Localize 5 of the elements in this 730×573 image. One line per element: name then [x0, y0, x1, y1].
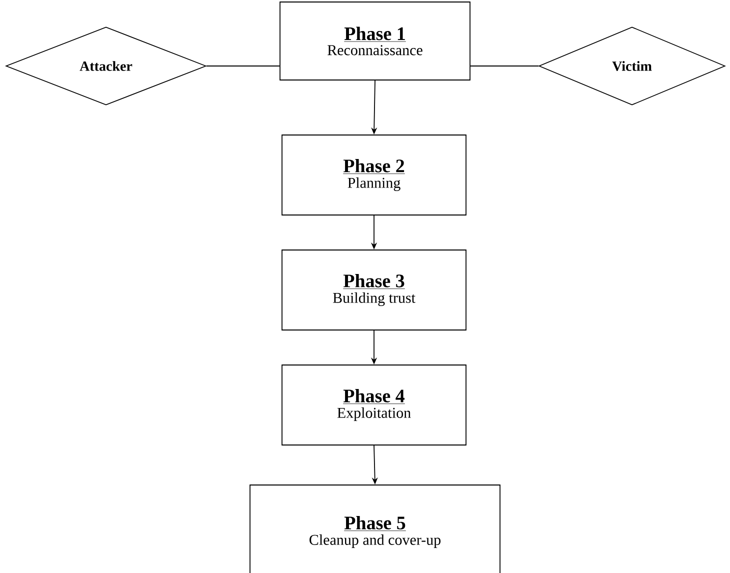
process-box: Phase 3 Building trust	[282, 250, 466, 330]
process-box: Phase 5 Cleanup and cover-up	[250, 484, 500, 573]
process-box: Phase 4 Exploitation	[282, 364, 466, 446]
process-box: Phase 2 Planning	[282, 134, 466, 216]
process-box: Phase 1 Reconnaissance	[280, 2, 470, 80]
